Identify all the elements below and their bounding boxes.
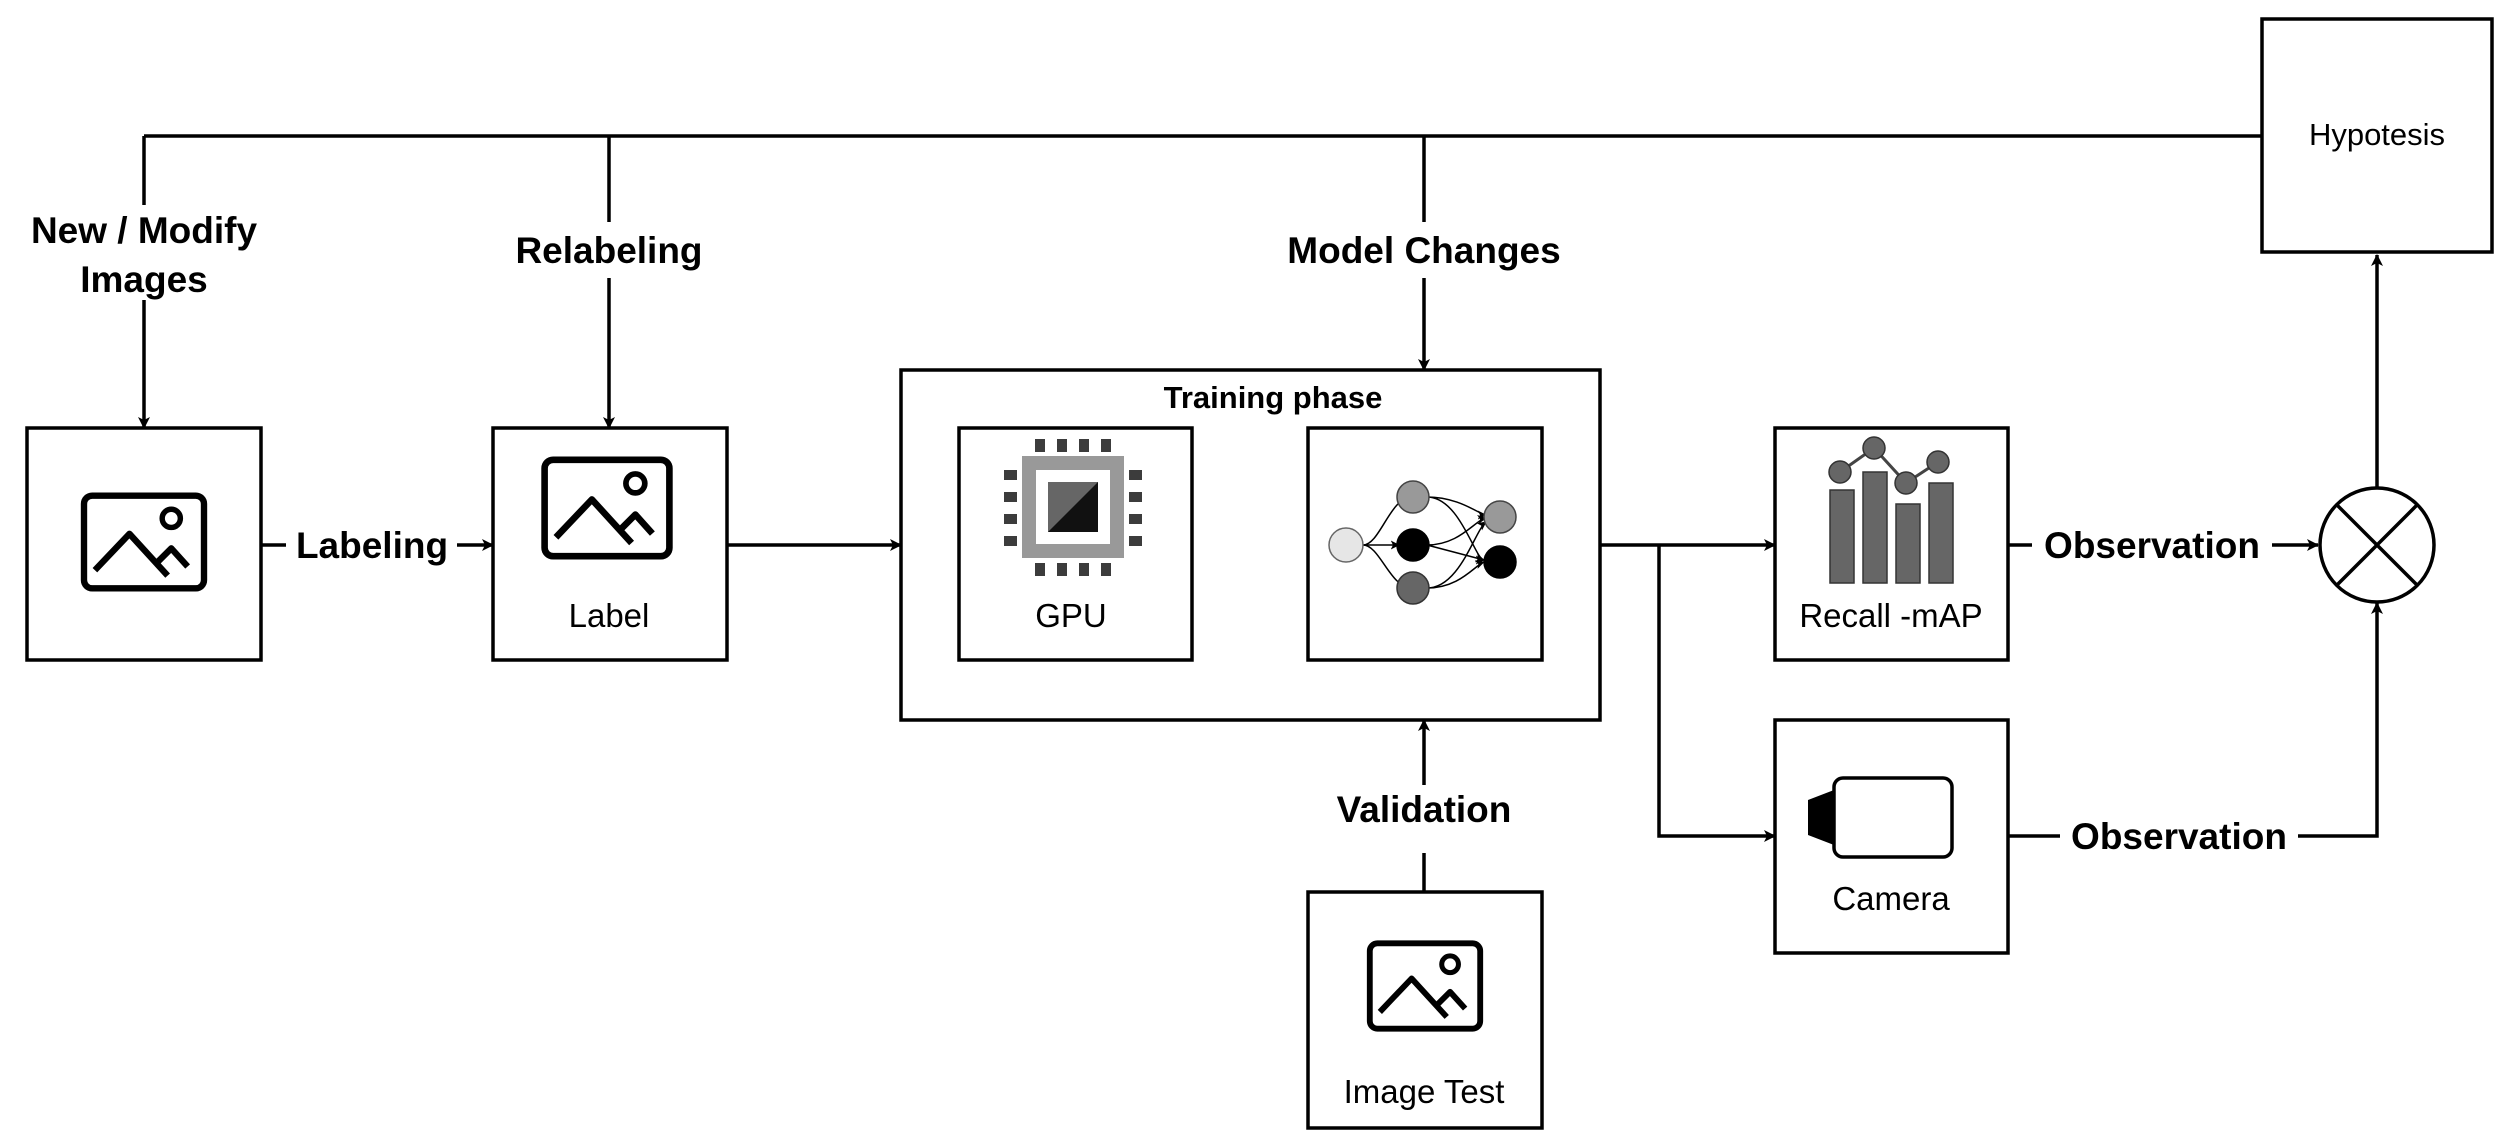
metrics-label: Recall -mAP (1799, 597, 1982, 634)
model-box[interactable] (1306, 426, 1544, 662)
hypothesis-box[interactable]: Hypotesis (2260, 17, 2494, 254)
camera-box[interactable]: Camera (1773, 718, 2010, 955)
relabeling-label: Relabeling (515, 230, 702, 271)
validation-label: Validation (1337, 789, 1512, 830)
new-modify-images-label-line2: Images (80, 259, 208, 300)
observation-camera-arrow (2008, 603, 2377, 838)
training-to-camera-arrow (1657, 545, 1776, 842)
observation-camera-label: Observation (2071, 816, 2287, 857)
metrics-box[interactable]: Recall -mAP (1773, 426, 2010, 662)
gpu-label: GPU (1035, 597, 1107, 634)
neural-network-icon (1328, 480, 1517, 605)
hypothesis-label: Hypotesis (2309, 117, 2445, 152)
connectors (144, 134, 2377, 892)
video-camera-icon (1808, 776, 1954, 859)
image-test-label: Image Test (1344, 1073, 1505, 1110)
image-test-box[interactable]: Image Test (1306, 890, 1544, 1130)
label-box[interactable]: Label (491, 426, 729, 662)
training-phase-box[interactable]: Training phase (899, 368, 1602, 722)
labeling-label: Labeling (296, 525, 448, 566)
training-phase-title: Training phase (1164, 380, 1383, 415)
gpu-chip-icon (1004, 439, 1142, 576)
model-changes-label: Model Changes (1287, 230, 1560, 271)
summing-junction-icon[interactable] (2318, 486, 2436, 604)
label-box-label: Label (569, 597, 650, 634)
bar-line-chart-icon (1828, 436, 1954, 584)
new-modify-images-label-line1: New / Modify (31, 210, 258, 251)
observation-metrics-label: Observation (2044, 525, 2260, 566)
gpu-box[interactable]: GPU (957, 426, 1194, 662)
input-images-box[interactable] (25, 426, 263, 662)
camera-label: Camera (1832, 880, 1950, 917)
